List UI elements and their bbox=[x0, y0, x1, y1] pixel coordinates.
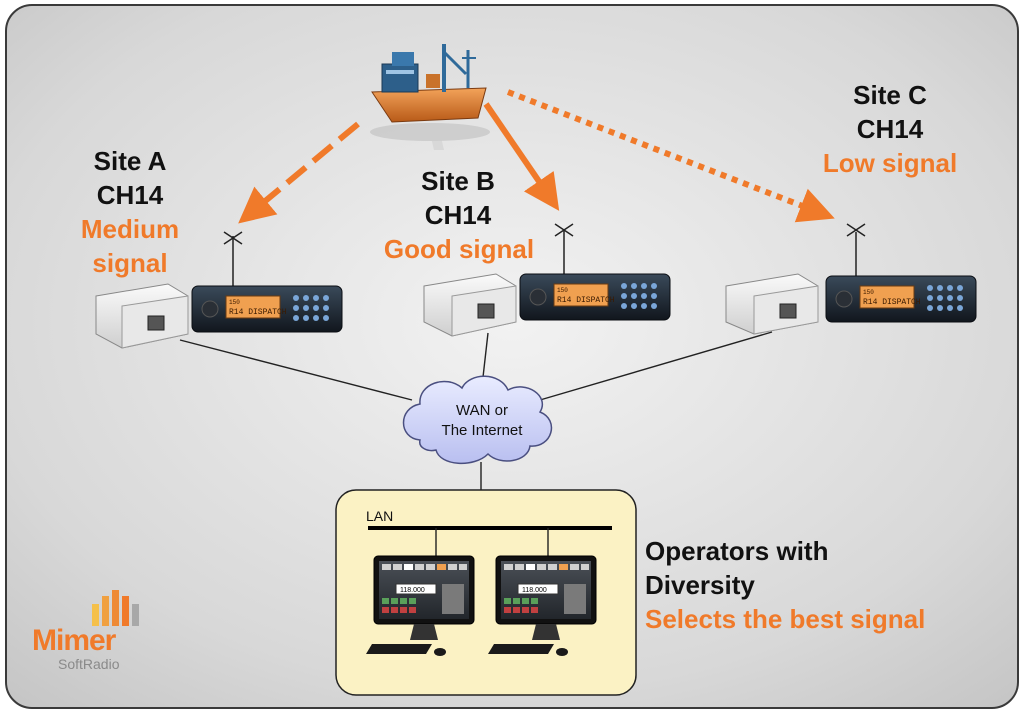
lan-label: LAN bbox=[366, 508, 394, 524]
site-b-channel: CH14 bbox=[424, 200, 492, 230]
logo-name: Mimer bbox=[32, 624, 116, 657]
wan-label-line2: The Internet bbox=[441, 422, 523, 439]
svg-text:R14 DISPATCH: R14 DISPATCH bbox=[557, 296, 615, 305]
svg-text:150: 150 bbox=[229, 299, 240, 306]
site-a-signal-line1: Medium bbox=[80, 214, 180, 244]
svg-text:150: 150 bbox=[863, 289, 874, 296]
site-c-signal: Low signal bbox=[822, 148, 958, 178]
operators-line2: Diversity bbox=[645, 570, 755, 600]
gateway-box-icon bbox=[95, 283, 189, 349]
gateway-box-icon bbox=[725, 273, 819, 335]
operators-line1: Operators with bbox=[645, 536, 829, 566]
svg-text:118.000: 118.000 bbox=[522, 587, 547, 594]
link-site-c bbox=[539, 331, 773, 401]
svg-text:118.000: 118.000 bbox=[400, 587, 425, 594]
svg-text:R14 DISPATCH: R14 DISPATCH bbox=[229, 308, 287, 317]
site-c-equipment: 150 R14 DISPATCH bbox=[725, 223, 977, 335]
gateway-box-icon bbox=[423, 273, 517, 337]
site-b-signal: Good signal bbox=[383, 234, 535, 264]
site-a-name: Site A bbox=[93, 146, 167, 176]
site-a-signal-line2: signal bbox=[92, 248, 168, 278]
svg-text:150: 150 bbox=[557, 287, 568, 294]
operator-console-icon: 118.000 bbox=[366, 555, 475, 656]
site-c-channel: CH14 bbox=[856, 114, 924, 144]
arrow-medium-signal bbox=[238, 121, 360, 224]
radio-icon: 150 R14 DISPATCH bbox=[519, 273, 671, 321]
site-b-equipment: 150 R14 DISPATCH bbox=[423, 223, 671, 337]
link-site-a bbox=[179, 339, 413, 401]
site-a-equipment: 150 R14 DISPATCH bbox=[95, 231, 343, 349]
site-a-channel: CH14 bbox=[96, 180, 164, 210]
site-c-name: Site C bbox=[853, 80, 927, 110]
radio-icon: 150 R14 DISPATCH bbox=[191, 285, 343, 333]
wan-cloud-icon bbox=[402, 375, 553, 465]
logo-sub: SoftRadio bbox=[58, 656, 120, 672]
svg-text:R14 DISPATCH: R14 DISPATCH bbox=[863, 298, 921, 307]
arrow-good-signal bbox=[483, 102, 560, 211]
operator-console-icon: 118.000 bbox=[488, 555, 597, 656]
mimer-logo-icon bbox=[92, 590, 139, 626]
site-b-name: Site B bbox=[421, 166, 495, 196]
lan-box bbox=[335, 489, 637, 696]
ship-icon bbox=[370, 44, 490, 150]
signal-arrows bbox=[238, 89, 835, 224]
operators-line3: Selects the best signal bbox=[645, 604, 926, 634]
arrow-low-signal bbox=[506, 89, 835, 223]
network-links bbox=[179, 331, 773, 527]
radio-icon: 150 R14 DISPATCH bbox=[825, 275, 977, 323]
wan-label-line1: WAN or bbox=[456, 402, 508, 419]
background-panel bbox=[5, 4, 1019, 709]
